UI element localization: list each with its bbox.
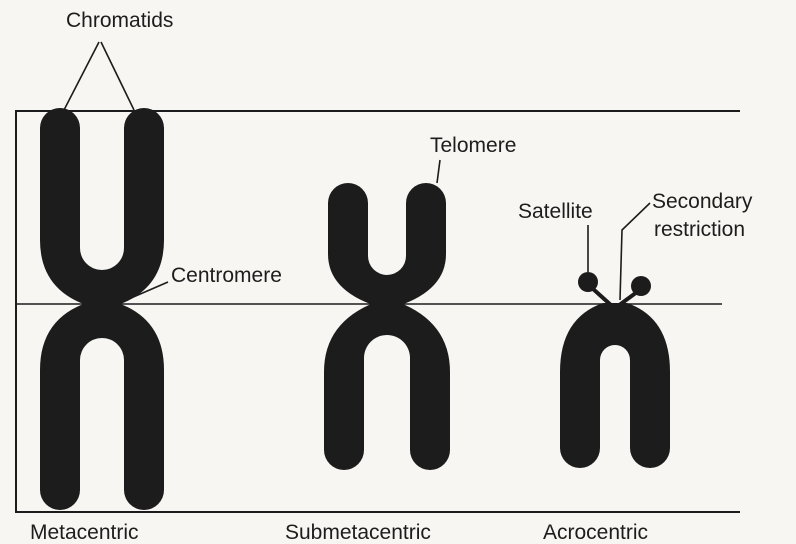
chromatids-label: Chromatids <box>66 9 173 32</box>
metacentric-upper-arms <box>40 108 164 306</box>
submetacentric-label: Submetacentric <box>285 521 431 544</box>
acrocentric-arms <box>560 303 670 468</box>
chromatids-leader-right <box>101 42 134 110</box>
metacentric-lower-arms <box>40 302 164 510</box>
metacentric-chromosome <box>40 108 164 510</box>
acrocentric-label: Acrocentric <box>543 521 648 544</box>
submetacentric-chromosome <box>324 183 450 470</box>
chromatids-leader-left <box>64 42 99 110</box>
submetacentric-lower-arms <box>324 302 450 470</box>
centromere-label: Centromere <box>171 264 282 287</box>
metacentric-label: Metacentric <box>30 521 139 544</box>
satellite-label: Satellite <box>518 200 593 223</box>
submetacentric-upper-arms <box>328 183 446 306</box>
secondary-restriction-label-line1: Secondary <box>652 190 753 213</box>
telomere-label: Telomere <box>430 134 516 157</box>
secondary-restriction-label-line2: restriction <box>654 218 745 241</box>
acrocentric-chromosome <box>560 272 670 468</box>
telomere-leader <box>437 160 440 183</box>
